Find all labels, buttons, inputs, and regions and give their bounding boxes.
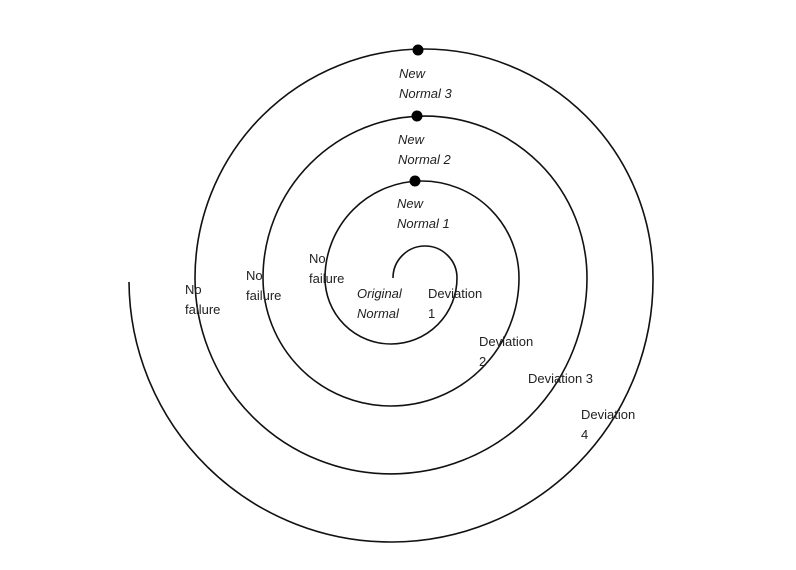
- milestone-dot-2: [411, 110, 423, 122]
- label-new-normal-1: New Normal 1: [397, 196, 450, 231]
- label-no-failure-inner: No failure: [309, 251, 345, 286]
- label-deviation-4: Deviation 4: [581, 407, 636, 442]
- label-deviation-2: Deviation 2: [479, 334, 534, 369]
- label-deviation-3: Deviation 3: [528, 371, 594, 386]
- spiral-path: [128, 48, 654, 543]
- label-new-normal-3: New Normal 3: [399, 66, 452, 101]
- label-new-normal-2: New Normal 2: [398, 132, 451, 167]
- label-deviation-1: Deviation 1: [428, 286, 483, 321]
- label-original-normal: Original Normal: [357, 286, 402, 321]
- label-no-failure-outer: No failure: [185, 282, 221, 317]
- milestone-dot-3: [412, 44, 424, 56]
- milestone-dot-1: [409, 175, 421, 187]
- label-no-failure-middle: No failure: [246, 268, 282, 303]
